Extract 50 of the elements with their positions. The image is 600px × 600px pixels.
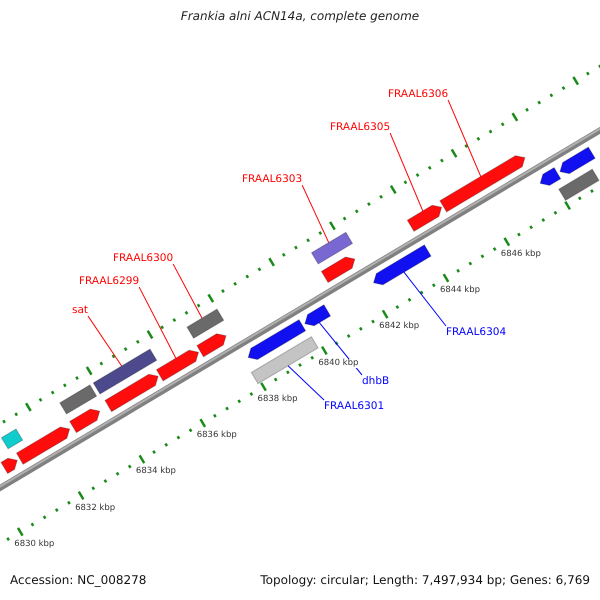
leader-line <box>403 272 446 326</box>
gene-bar <box>0 458 18 474</box>
tick-label: 6834 kbp <box>136 467 176 478</box>
tick-label: 6844 kbp <box>440 286 480 296</box>
gene-block <box>0 428 24 450</box>
gene-bar <box>69 408 100 434</box>
gene-bar <box>540 166 562 186</box>
title: Frankia alni ACN14a, complete genome <box>180 10 420 24</box>
gene-label: FRAAL6301 <box>324 400 384 412</box>
gene-block <box>250 336 319 384</box>
gene-bar <box>559 146 596 174</box>
genome-info-text: Topology: circular; Length: 7,497,934 bp; Genes: 6,769 <box>260 574 590 588</box>
tick-label: 6838 kbp <box>258 394 298 405</box>
tick-label: 6846 kbp <box>500 250 541 260</box>
tick-label: 6832 kbp <box>75 504 116 514</box>
gene-block <box>310 232 354 265</box>
gene-label: FRAAL6303 <box>242 173 302 186</box>
gene-bar <box>16 426 70 465</box>
gene-label: FRAAL6299 <box>79 275 140 288</box>
gene-bar <box>304 304 332 326</box>
gene-bar <box>406 204 442 232</box>
gene-label: FRAAL6300 <box>113 252 174 264</box>
gene-block <box>59 384 98 415</box>
gene-label: FRAAL6304 <box>446 326 506 338</box>
tick-label: 6830 kbp <box>14 540 54 550</box>
tick-label: 6836 kbp <box>196 431 237 441</box>
leader-line <box>88 316 122 366</box>
leader-line <box>448 100 482 177</box>
gene-bar <box>196 333 227 358</box>
gene-label: FRAAL6306 <box>388 88 448 100</box>
gene-bar <box>439 155 526 213</box>
gene-bar <box>320 256 356 284</box>
gene-label: dhbB <box>362 375 390 388</box>
gene-bar <box>156 350 200 382</box>
leader-line <box>138 286 176 359</box>
leader-line <box>302 184 330 244</box>
gene-block <box>558 168 600 202</box>
gene-block <box>92 348 158 395</box>
gene-bar <box>372 244 432 286</box>
leader-line <box>288 365 324 400</box>
gene-bar <box>248 319 306 360</box>
tick-label: 6840 kbp <box>318 358 358 368</box>
gene-block <box>186 308 224 339</box>
leader-line <box>390 132 424 212</box>
accession-text: Accession: NC_008278 <box>10 574 146 588</box>
gene-bar <box>104 374 159 412</box>
gene-label: FRAAL6305 <box>330 121 390 134</box>
tick-label: 6842 kbp <box>379 322 420 332</box>
gene-label: sat <box>72 304 88 316</box>
leader-line <box>172 264 202 319</box>
